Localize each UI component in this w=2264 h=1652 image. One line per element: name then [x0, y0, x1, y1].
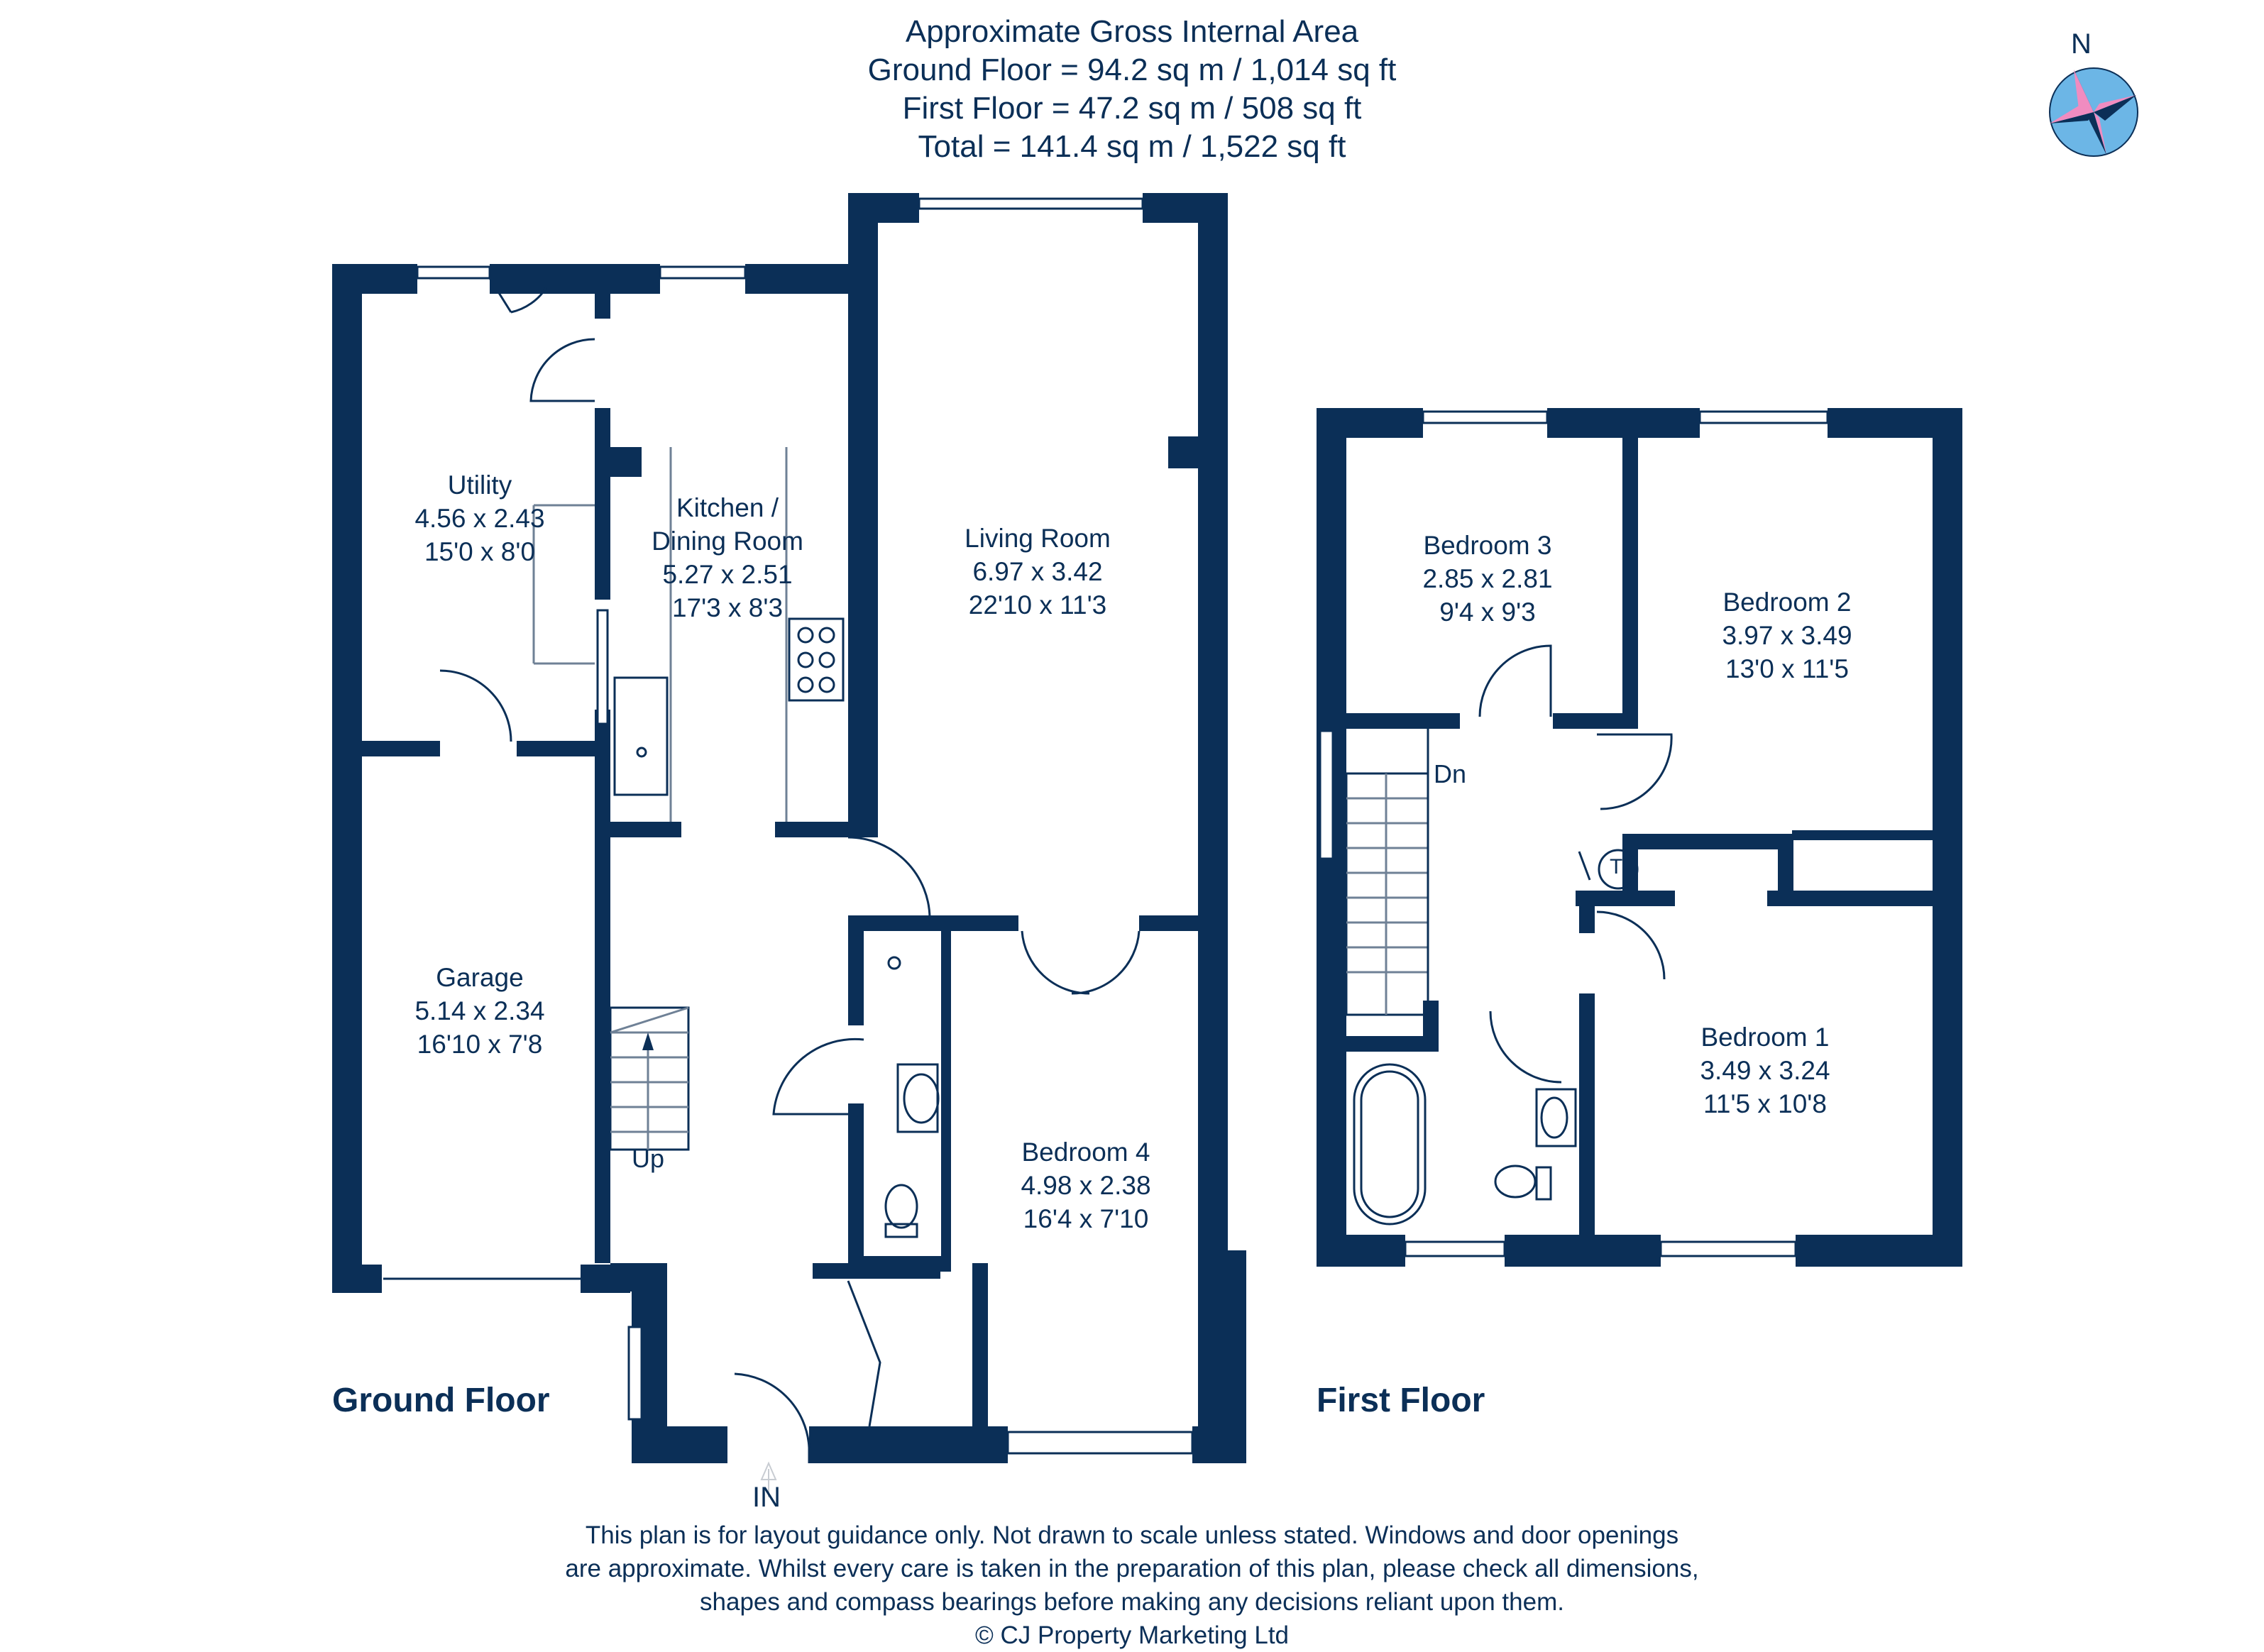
ground-floor-area: Ground Floor = 94.2 sq m / 1,014 sq ft	[867, 53, 1397, 87]
room-name: Bedroom 1	[1700, 1023, 1830, 1052]
room-imperial: 17'3 x 8'3	[671, 593, 784, 622]
room-imperial: 22'10 x 11'3	[968, 590, 1107, 620]
room-utility: Utility 4.56 x 2.43 15'0 x 8'0	[414, 468, 544, 568]
room-metric: 2.85 x 2.81	[1422, 564, 1553, 593]
room-imperial: 11'5 x 10'8	[1703, 1089, 1827, 1118]
room-name: Living Room	[965, 524, 1111, 553]
area-title: Approximate Gross Internal Area	[905, 14, 1359, 49]
disclaimer-line-2: are approximate. Whilst every care is ta…	[565, 1555, 1699, 1582]
room-metric: 3.49 x 3.24	[1700, 1056, 1830, 1085]
compass-rose-icon	[2049, 67, 2138, 157]
room-name: Bedroom 3	[1423, 531, 1552, 560]
room-metric: 6.97 x 3.42	[972, 557, 1103, 586]
room-name: Bedroom 4	[1021, 1138, 1150, 1167]
room-living-room: Living Room 6.97 x 3.42 22'10 x 11'3	[965, 522, 1111, 622]
room-garage: Garage 5.14 x 2.34 16'10 x 7'8	[414, 961, 544, 1061]
first-floor-doors	[1478, 644, 1673, 1084]
ground-floor-label: Ground Floor	[332, 1382, 550, 1419]
room-name: Kitchen /	[676, 493, 779, 522]
room-metric: 5.27 x 2.51	[662, 560, 793, 589]
first-floor-walls	[1317, 408, 1962, 1267]
disclaimer: This plan is for layout guidance only. N…	[0, 1519, 2264, 1652]
room-bedroom-2: Bedroom 2 3.97 x 3.49 13'0 x 11'5	[1722, 585, 1852, 685]
compass: N	[2044, 28, 2143, 157]
room-bedroom-3: Bedroom 3 2.85 x 2.81 9'4 x 9'3	[1422, 529, 1552, 629]
entrance-arrow-icon	[760, 1461, 777, 1497]
room-name-2: Dining Room	[652, 527, 803, 556]
area-summary: Approximate Gross Internal Area Ground F…	[0, 13, 2264, 166]
first-floor-fixtures	[1345, 724, 1639, 1226]
room-metric: 4.56 x 2.43	[414, 504, 545, 533]
room-imperial: 16'10 x 7'8	[417, 1030, 543, 1059]
room-name: Garage	[436, 963, 524, 992]
ground-floor-doors	[439, 277, 1141, 1463]
disclaimer-line-3: shapes and compass bearings before makin…	[700, 1588, 1564, 1616]
room-bedroom-4: Bedroom 4 4.98 x 2.38 16'4 x 7'10	[1021, 1135, 1150, 1235]
room-imperial: 15'0 x 8'0	[424, 537, 536, 566]
north-label: N	[2071, 28, 2092, 60]
ground-floor-fixtures	[532, 447, 940, 1238]
tank-label: T	[1610, 855, 1623, 879]
room-metric: 4.98 x 2.38	[1021, 1171, 1151, 1200]
room-metric: 3.97 x 3.49	[1722, 621, 1852, 650]
room-metric: 5.14 x 2.34	[414, 996, 545, 1025]
entrance-label: IN	[752, 1482, 781, 1513]
room-name: Bedroom 2	[1722, 588, 1852, 617]
ground-floor-walls	[332, 193, 1246, 1463]
room-bedroom-1: Bedroom 1 3.49 x 3.24 11'5 x 10'8	[1700, 1020, 1830, 1120]
copyright: © CJ Property Marketing Ltd	[974, 1621, 1290, 1649]
room-imperial: 13'0 x 11'5	[1725, 654, 1849, 683]
disclaimer-line-1: This plan is for layout guidance only. N…	[585, 1521, 1679, 1549]
stairs-down-label: Dn	[1434, 759, 1467, 788]
room-imperial: 16'4 x 7'10	[1023, 1204, 1149, 1233]
room-imperial: 9'4 x 9'3	[1439, 598, 1536, 627]
ground-floor-windows	[383, 197, 1194, 1455]
stairs-up-label: Up	[632, 1144, 665, 1173]
first-floor-windows	[1319, 410, 1829, 1257]
room-name: Utility	[447, 470, 512, 500]
room-kitchen-dining: Kitchen / Dining Room 5.27 x 2.51 17'3 x…	[652, 491, 803, 624]
first-floor-label: First Floor	[1317, 1382, 1485, 1419]
total-area: Total = 141.4 sq m / 1,522 sq ft	[918, 129, 1346, 164]
first-floor-area: First Floor = 47.2 sq m / 508 sq ft	[902, 91, 1362, 126]
